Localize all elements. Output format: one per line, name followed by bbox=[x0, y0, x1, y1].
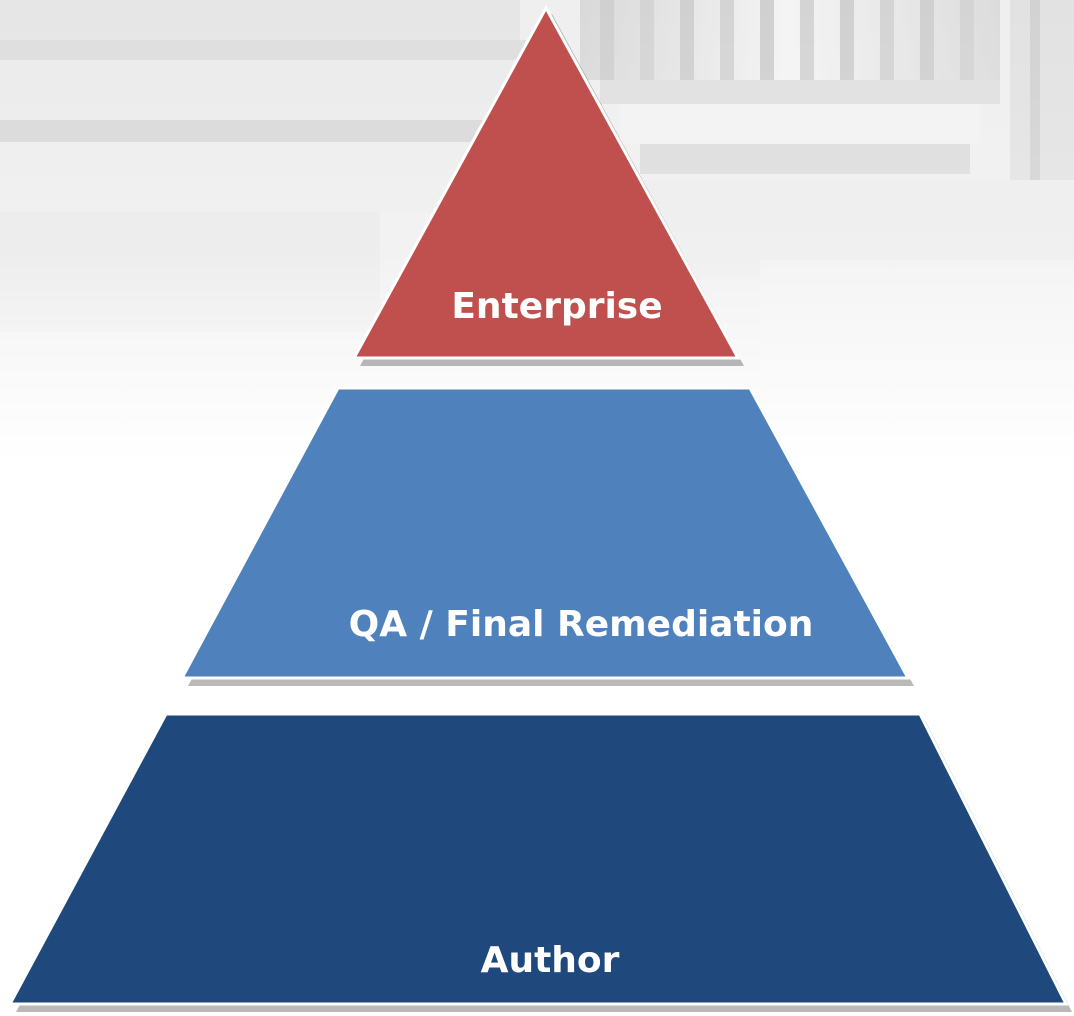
qa-final-remediation-label: QA / Final Remediation bbox=[349, 604, 814, 645]
author-label: Author bbox=[481, 940, 620, 981]
author-tier bbox=[7, 712, 1069, 1006]
enterprise-label: Enterprise bbox=[451, 286, 662, 327]
enterprise-tier bbox=[351, 4, 741, 360]
qa-final-remediation-tier bbox=[179, 386, 911, 680]
